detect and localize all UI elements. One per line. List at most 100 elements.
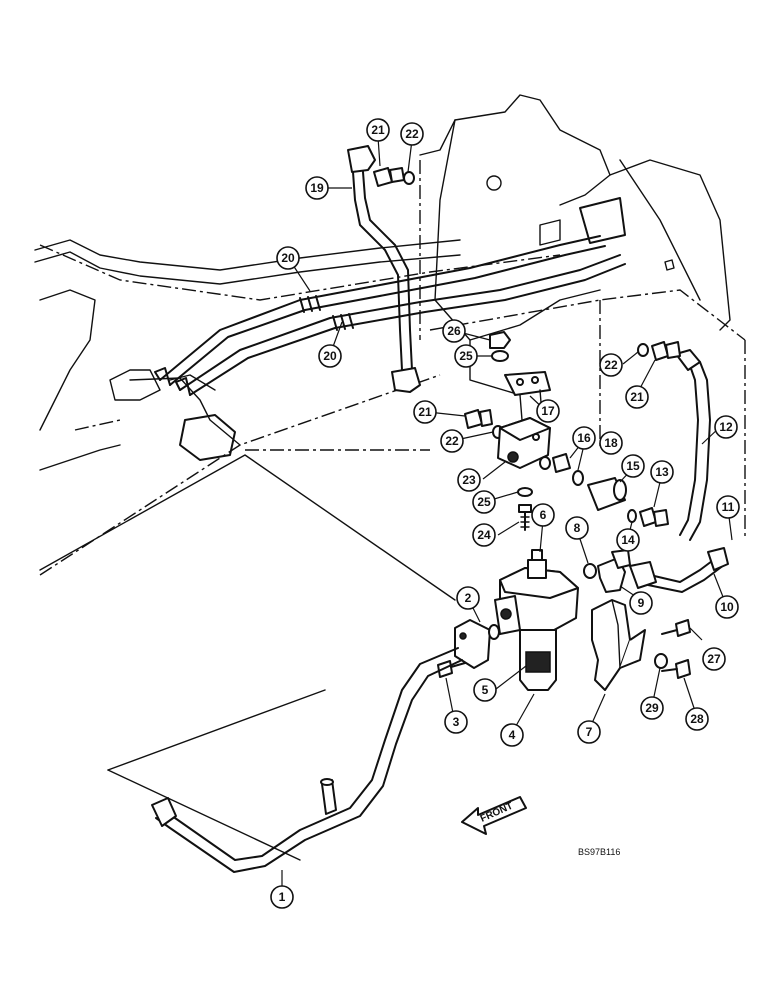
callout-5: 5 bbox=[473, 678, 497, 702]
fitting-13-14 bbox=[627, 507, 669, 527]
callout-28-label: 28 bbox=[690, 712, 704, 726]
hose-12 bbox=[675, 349, 711, 541]
callout-20-upper-label: 20 bbox=[281, 251, 295, 265]
washer-25-lower bbox=[517, 487, 533, 497]
callout-20-upper: 20 bbox=[276, 246, 300, 270]
callout-17: 17 bbox=[536, 399, 560, 423]
callout-22-right: 22 bbox=[599, 353, 623, 377]
callout-13: 13 bbox=[650, 460, 674, 484]
bracket-17 bbox=[504, 371, 551, 421]
mounting-plate-outline bbox=[39, 454, 456, 861]
seal-2 bbox=[488, 624, 500, 640]
bolt-24 bbox=[518, 504, 532, 531]
callout-20-lower-label: 20 bbox=[323, 349, 337, 363]
callout-11: 11 bbox=[716, 495, 740, 519]
fittings-right bbox=[637, 341, 681, 361]
filter-element-4 bbox=[519, 629, 557, 691]
callout-27-label: 27 bbox=[707, 652, 721, 666]
callout-16-label: 16 bbox=[577, 431, 591, 445]
callout-15: 15 bbox=[621, 454, 645, 478]
callout-5-label: 5 bbox=[482, 683, 489, 697]
callout-4-label: 4 bbox=[509, 728, 516, 742]
callout-6: 6 bbox=[531, 503, 555, 527]
callout-22-right-label: 22 bbox=[604, 358, 618, 372]
bolt-28 bbox=[661, 659, 691, 679]
fittings-top bbox=[373, 167, 415, 187]
machine-frame-left bbox=[34, 239, 461, 471]
callout-22-top-label: 22 bbox=[405, 127, 419, 141]
callout-1-label: 1 bbox=[279, 890, 286, 904]
callout-22-mid-label: 22 bbox=[445, 434, 459, 448]
callout-21-right-label: 21 bbox=[630, 390, 644, 404]
washer-29 bbox=[654, 653, 668, 669]
coupler-15 bbox=[587, 477, 627, 511]
callout-12-label: 12 bbox=[719, 420, 733, 434]
callout-29: 29 bbox=[640, 696, 664, 720]
callout-8: 8 bbox=[565, 516, 589, 540]
callout-16: 16 bbox=[572, 426, 596, 450]
manifold-block-23 bbox=[497, 417, 551, 469]
seal-8 bbox=[583, 563, 597, 579]
callout-27: 27 bbox=[702, 647, 726, 671]
flange-1 bbox=[454, 619, 491, 669]
callout-21-mid-label: 21 bbox=[418, 405, 432, 419]
callout-25-upper-label: 25 bbox=[459, 349, 473, 363]
callout-10: 10 bbox=[715, 595, 739, 619]
callout-21-top: 21 bbox=[366, 118, 390, 142]
callout-22-top: 22 bbox=[400, 122, 424, 146]
callout-20-lower: 20 bbox=[318, 344, 342, 368]
callout-2: 2 bbox=[456, 586, 480, 610]
callout-25-lower-label: 25 bbox=[477, 495, 491, 509]
callout-21-mid: 21 bbox=[413, 400, 437, 424]
drawing-code: BS97B116 bbox=[578, 847, 620, 857]
callout-28: 28 bbox=[685, 707, 709, 731]
callout-17-label: 17 bbox=[541, 404, 555, 418]
callout-21-top-label: 21 bbox=[371, 123, 385, 137]
front-direction-arrow: FRONT bbox=[461, 796, 527, 835]
callout-21-right: 21 bbox=[625, 385, 649, 409]
callout-25-upper: 25 bbox=[454, 344, 478, 368]
callout-2-label: 2 bbox=[465, 591, 472, 605]
callout-13-label: 13 bbox=[655, 465, 669, 479]
elbow-9 bbox=[597, 549, 631, 593]
callout-18: 18 bbox=[599, 431, 623, 455]
callout-14: 14 bbox=[616, 528, 640, 552]
callout-26-label: 26 bbox=[447, 324, 461, 338]
callout-7: 7 bbox=[577, 720, 601, 744]
seal-18 bbox=[572, 470, 584, 486]
bolt-27 bbox=[661, 619, 691, 637]
callout-19-label: 19 bbox=[310, 181, 324, 195]
callout-11-label: 11 bbox=[722, 500, 735, 514]
callout-24-label: 24 bbox=[477, 528, 491, 542]
hydraulic-tank-outline bbox=[419, 94, 731, 396]
callout-9-label: 9 bbox=[638, 596, 645, 610]
callout-15-label: 15 bbox=[626, 459, 640, 473]
callout-19: 19 bbox=[305, 176, 329, 200]
filter-head-6 bbox=[494, 549, 579, 636]
callout-23-label: 23 bbox=[462, 473, 476, 487]
washer-25-upper bbox=[491, 350, 509, 362]
hose-20-pair bbox=[154, 235, 626, 396]
hose-19 bbox=[347, 145, 421, 393]
callout-8-label: 8 bbox=[574, 521, 581, 535]
tube-1 bbox=[151, 647, 463, 873]
callout-9: 9 bbox=[629, 591, 653, 615]
callout-1: 1 bbox=[270, 885, 294, 909]
callout-29-label: 29 bbox=[645, 701, 659, 715]
callout-22-mid: 22 bbox=[440, 429, 464, 453]
callout-25-lower: 25 bbox=[472, 490, 496, 514]
callout-10-label: 10 bbox=[720, 600, 734, 614]
callout-4: 4 bbox=[500, 723, 524, 747]
hose-10 bbox=[629, 547, 729, 593]
nut-26 bbox=[489, 331, 511, 349]
callout-6-label: 6 bbox=[540, 508, 547, 522]
callout-26: 26 bbox=[442, 319, 466, 343]
callout-14-label: 14 bbox=[621, 533, 635, 547]
callout-23: 23 bbox=[457, 468, 481, 492]
callout-24: 24 bbox=[472, 523, 496, 547]
bracket-7 bbox=[591, 599, 646, 691]
callout-3-label: 3 bbox=[453, 715, 460, 729]
callout-18-label: 18 bbox=[604, 436, 618, 450]
fitting-16 bbox=[539, 453, 571, 473]
